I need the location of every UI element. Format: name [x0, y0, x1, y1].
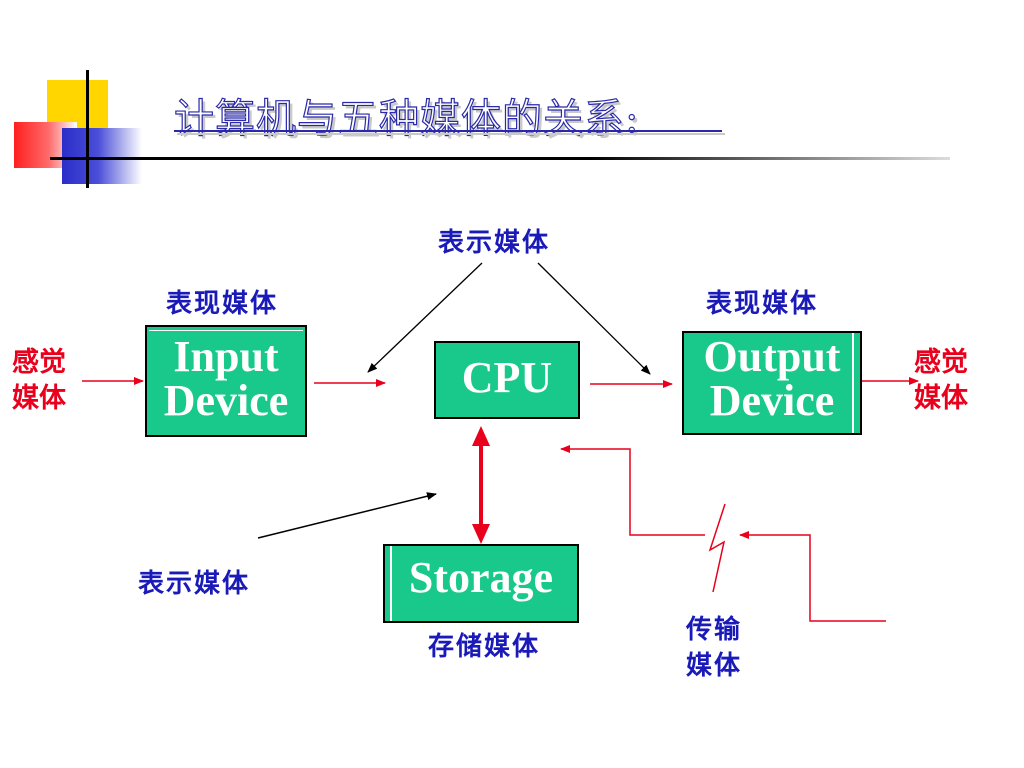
title-underline — [174, 130, 722, 132]
storage-box: Storage — [383, 544, 579, 623]
output-device-line1: Output — [703, 332, 841, 381]
label-transmission-line2: 媒体 — [686, 651, 743, 681]
network-lightning — [708, 503, 726, 593]
label-representation-media-bottom: 表示媒体 — [138, 569, 251, 599]
output-device-line2: Device — [709, 376, 835, 425]
decor-horizontal-line — [50, 157, 950, 160]
arrowhead-cpu-storage-up — [472, 426, 490, 446]
label-perception-right-line2: 媒体 — [914, 383, 968, 414]
label-presentation-media-left: 表现媒体 — [166, 289, 279, 319]
decor-vertical-line — [86, 70, 89, 188]
pointer-representation-bottom — [257, 492, 437, 539]
label-representation-media-top: 表示媒体 — [438, 228, 551, 258]
network-path-right — [739, 531, 886, 622]
label-perception-left-line1: 感觉 — [12, 347, 66, 378]
cpu-box: CPU — [434, 341, 580, 419]
label-transmission-media: 传输 媒体 — [686, 612, 742, 684]
label-transmission-line1: 传输 — [686, 615, 743, 645]
slide-title: 计算机与五种媒体的关系: — [173, 95, 640, 142]
label-perception-media-right: 感觉 媒体 — [914, 345, 968, 417]
input-device-line1: Input — [173, 332, 279, 381]
arrowhead-cpu-storage-down — [472, 524, 490, 544]
label-perception-right-line1: 感觉 — [914, 347, 968, 378]
decor-blue-square — [62, 128, 142, 184]
network-path-left — [560, 445, 705, 536]
label-perception-media-left: 感觉 媒体 — [12, 345, 66, 417]
input-device-box: Input Device — [145, 325, 307, 437]
label-perception-left-line2: 媒体 — [12, 383, 66, 414]
pointer-representation-to-left — [367, 262, 483, 373]
output-device-box: Output Device — [682, 331, 862, 435]
pointer-representation-to-right — [537, 262, 651, 375]
label-storage-media: 存储媒体 — [428, 632, 541, 662]
storage-label: Storage — [408, 553, 554, 602]
cpu-label: CPU — [461, 353, 553, 402]
input-device-line2: Device — [163, 376, 289, 425]
label-presentation-media-right: 表现媒体 — [706, 289, 819, 319]
